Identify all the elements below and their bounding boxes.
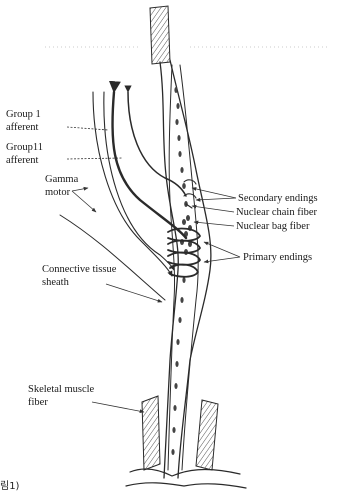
label-gamma-line2: motor (45, 187, 71, 198)
label-group2-line2: afferent (6, 155, 39, 166)
label-skeletal-line2: fiber (28, 397, 48, 408)
label-nuclear-bag-fiber: Nuclear bag fiber (236, 221, 310, 232)
label-group1-line1: Group 1 (6, 109, 41, 120)
figure-caption: 림1) (0, 480, 20, 492)
label-primary-endings: Primary endings (243, 252, 312, 263)
gamma-motor-fiber-1 (93, 92, 172, 276)
label-group2-line1: Group11 (6, 142, 43, 153)
label-group1-line2: afferent (6, 122, 39, 133)
label-skeletal-line1: Skeletal muscle (28, 384, 95, 395)
label-gamma-line1: Gamma (45, 174, 79, 185)
label-secondary-endings: Secondary endings (238, 193, 318, 204)
label-connective-line1: Connective tissue (42, 264, 117, 275)
top-muscle-fiber (150, 6, 170, 64)
label-connective-line2: sheath (42, 277, 70, 288)
label-nuclear-chain-fiber: Nuclear chain fiber (236, 207, 318, 218)
